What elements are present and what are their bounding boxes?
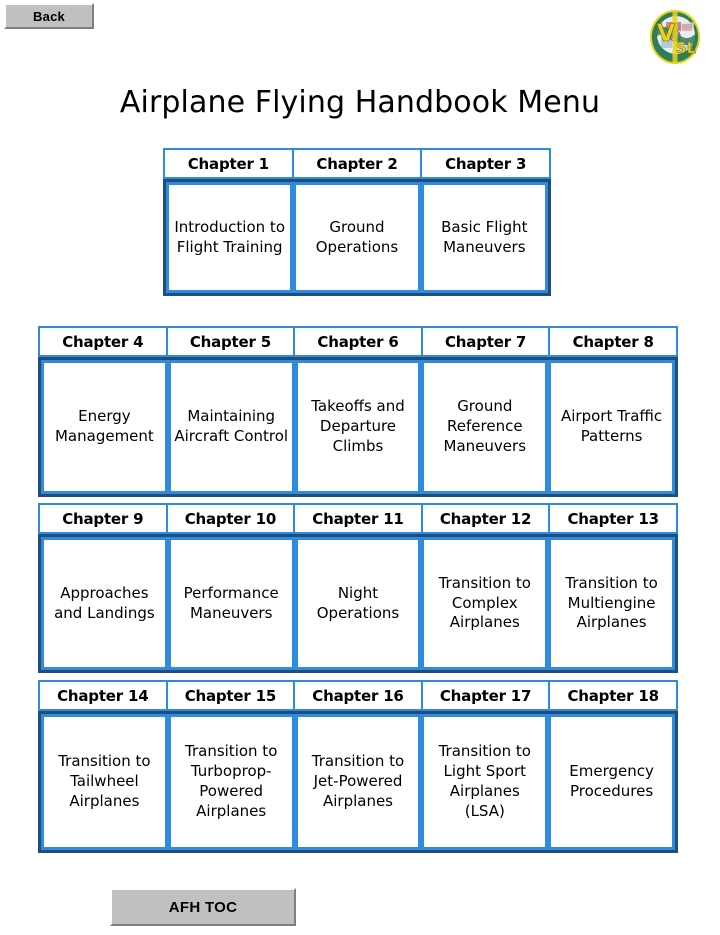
vsl-logo: V SL [648,8,702,66]
chapter-header-cell[interactable]: Chapter 17 [422,682,549,709]
afh-toc-button[interactable]: AFH TOC [110,888,296,926]
svg-text:SL: SL [676,39,697,57]
chapter-tile[interactable]: Transition to Jet-Powered Airplanes [294,714,422,850]
chapter-header-strip: Chapter 9 Chapter 10 Chapter 11 Chapter … [38,503,678,534]
chapter-header-cell[interactable]: Chapter 10 [167,505,294,532]
chapter-header-cell[interactable]: Chapter 12 [422,505,549,532]
chapter-header-cell[interactable]: Chapter 8 [550,328,676,355]
chapter-tile[interactable]: Ground Reference Maneuvers [421,360,549,494]
chapter-header-cell[interactable]: Chapter 16 [295,682,421,709]
chapter-header-cell[interactable]: Chapter 13 [550,505,676,532]
chapter-tile[interactable]: Performance Maneuvers [167,537,295,670]
chapter-tile[interactable]: Approaches and Landings [41,537,168,670]
svg-text:V: V [657,19,676,47]
chapter-tile[interactable]: Takeoffs and Departure Climbs [294,360,422,494]
chapter-body-frame: Approaches and Landings Performance Mane… [38,534,678,673]
chapter-header-strip: Chapter 1 Chapter 2 Chapter 3 [163,148,551,179]
chapter-tile[interactable]: Transition to Turboprop-Powered Airplane… [167,714,295,850]
chapter-body-frame: Transition to Tailwheel Airplanes Transi… [38,711,678,853]
chapter-row-3: Chapter 9 Chapter 10 Chapter 11 Chapter … [38,503,678,673]
page-title: Airplane Flying Handbook Menu [119,85,601,120]
chapter-tile[interactable]: Transition to Tailwheel Airplanes [41,714,168,850]
chapter-body-frame: Introduction to Flight Training Ground O… [163,179,551,296]
chapter-header-cell[interactable]: Chapter 1 [165,150,292,177]
chapter-tile[interactable]: Introduction to Flight Training [166,182,294,293]
chapter-tile[interactable]: Emergency Procedures [548,714,675,850]
chapter-header-cell[interactable]: Chapter 2 [293,150,421,177]
chapter-header-cell[interactable]: Chapter 11 [295,505,421,532]
chapter-tile[interactable]: Ground Operations [293,182,421,293]
chapter-row-1: Chapter 1 Chapter 2 Chapter 3 Introducti… [163,148,551,296]
chapter-header-cell[interactable]: Chapter 5 [167,328,294,355]
chapter-body-frame: Energy Management Maintaining Aircraft C… [38,357,678,497]
chapter-header-strip: Chapter 14 Chapter 15 Chapter 16 Chapter… [38,680,678,711]
chapter-tile[interactable]: Energy Management [41,360,168,494]
chapter-tile[interactable]: Transition to Complex Airplanes [421,537,549,670]
chapter-row-2: Chapter 4 Chapter 5 Chapter 6 Chapter 7 … [38,326,678,497]
chapter-row-4: Chapter 14 Chapter 15 Chapter 16 Chapter… [38,680,678,853]
chapter-header-cell[interactable]: Chapter 6 [295,328,421,355]
chapter-tile[interactable]: Airport Traffic Patterns [548,360,675,494]
chapter-tile[interactable]: Transition to Multiengine Airplanes [548,537,675,670]
chapter-header-cell[interactable]: Chapter 3 [422,150,550,177]
chapter-header-cell[interactable]: Chapter 9 [40,505,166,532]
chapter-header-cell[interactable]: Chapter 14 [40,682,166,709]
chapter-tile[interactable]: Transition to Light Sport Airplanes (LSA… [421,714,549,850]
chapter-header-cell[interactable]: Chapter 4 [40,328,166,355]
chapter-header-strip: Chapter 4 Chapter 5 Chapter 6 Chapter 7 … [38,326,678,357]
chapter-tile[interactable]: Night Operations [294,537,422,670]
back-button[interactable]: Back [4,3,94,29]
chapter-tile[interactable]: Maintaining Aircraft Control [167,360,295,494]
back-button-label: Back [33,8,65,24]
afh-toc-button-label: AFH TOC [168,898,238,916]
chapter-header-cell[interactable]: Chapter 15 [167,682,294,709]
chapter-header-cell[interactable]: Chapter 18 [550,682,676,709]
chapter-tile[interactable]: Basic Flight Maneuvers [420,182,548,293]
chapter-header-cell[interactable]: Chapter 7 [422,328,549,355]
